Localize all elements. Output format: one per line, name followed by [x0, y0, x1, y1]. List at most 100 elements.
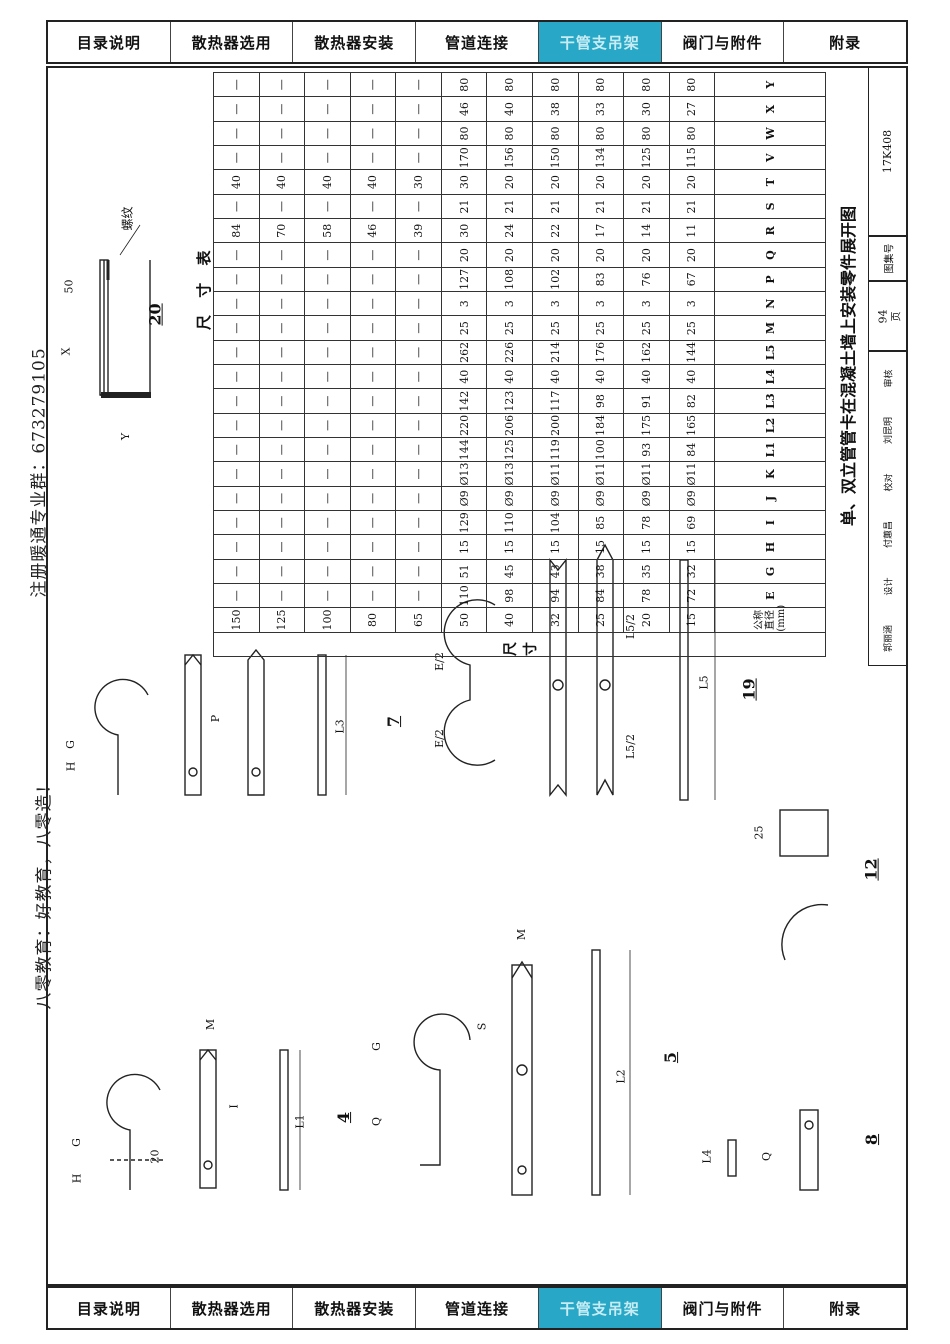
side-label-cell: 尺寸 [213, 632, 826, 657]
table-cell: 15 [532, 534, 578, 560]
table-cell: Ø11 [623, 461, 670, 487]
table-cell: 51 [441, 559, 487, 584]
tab-toc[interactable]: 目录说明 [48, 1288, 171, 1328]
table-cell: 80 [669, 72, 715, 97]
tab-main-pipe-support[interactable]: 干管支吊架 [538, 1288, 662, 1328]
table-cell: 46 [441, 96, 487, 122]
tab-appendix[interactable]: 附录 [829, 33, 862, 52]
table-cell: 33 [578, 96, 624, 122]
table-cell: 3 [441, 291, 487, 316]
fig5-strip [511, 964, 533, 1196]
tab-pipe-connection[interactable]: 管道连接 [416, 22, 539, 62]
table-cell: — [259, 121, 305, 146]
table-cell: 78 [623, 583, 670, 608]
table-cell: 40 [578, 364, 624, 389]
table-cell: — [259, 267, 305, 292]
table-cell: 20 [532, 242, 578, 268]
tab-pipe-connection[interactable]: 管道连接 [416, 1288, 539, 1328]
table-cell: 3 [532, 291, 578, 316]
table-cell: — [213, 486, 260, 511]
dim-label: P [209, 714, 223, 723]
table-cell: 40 [350, 169, 396, 195]
dim-label: H [64, 761, 78, 772]
tab-radiator-selection[interactable]: 散热器选用 [171, 22, 294, 62]
table-cell: 20 [486, 242, 533, 268]
table-cell: 25 [623, 315, 670, 341]
tab-valves-accessories[interactable]: 阀门与附件 [662, 1288, 785, 1328]
figure-number-20: 20 [145, 303, 165, 326]
dimension-name-cell: K [714, 461, 826, 487]
table-cell: — [395, 486, 442, 511]
table-cell: — [259, 583, 305, 608]
tab-radiator-install[interactable]: 散热器安装 [293, 22, 417, 62]
tab-main-pipe-support[interactable]: 干管支吊架 [538, 22, 662, 62]
table-cell: 32 [669, 559, 715, 584]
fig19-strip-b [596, 543, 614, 796]
table-cell: — [304, 72, 351, 97]
tab-appendix[interactable]: 附录 [829, 1299, 862, 1318]
fig19-double-clip [443, 599, 496, 766]
table-cell: 220 [441, 413, 487, 438]
table-cell: — [350, 388, 396, 414]
tab-valves-accessories[interactable]: 阀门与附件 [662, 22, 785, 62]
table-cell: 20 [623, 242, 670, 268]
table-cell: 184 [578, 413, 624, 438]
atlas-label-cell: 图集号 [868, 236, 908, 281]
table-cell: — [259, 242, 305, 268]
table-cell: — [350, 486, 396, 511]
table-cell: — [350, 534, 396, 560]
figure-number-12: 12 [861, 858, 881, 881]
table-cell: — [350, 96, 396, 122]
dimension-name-cell: G [714, 559, 826, 584]
table-cell: 21 [486, 194, 533, 219]
figure-number-5: 5 [661, 1051, 681, 1064]
table-cell: 20 [669, 169, 715, 195]
table-cell: 110 [486, 510, 533, 535]
table-cell: — [304, 437, 351, 462]
table-cell: — [259, 340, 305, 365]
table-row: 80———————————————46—40———— [350, 72, 396, 657]
tab-radiator-install[interactable]: 散热器安装 [293, 1288, 417, 1328]
table-cell: 15 [623, 534, 670, 560]
dim-label: 25 [752, 825, 766, 840]
tab-toc[interactable]: 目录说明 [48, 22, 171, 62]
table-cell: 25 [578, 315, 624, 341]
table-cell: — [350, 583, 396, 608]
dim-label: 50 [62, 279, 76, 294]
fig5-clip-shape [413, 1013, 471, 1166]
table-cell: — [213, 121, 260, 146]
dimension-name-cell: R [714, 218, 826, 243]
table-cell: 30 [623, 96, 670, 122]
dim-label: X [59, 347, 73, 356]
table-cell: 80 [441, 121, 487, 146]
table-cell: — [350, 194, 396, 219]
table-cell: 15 [441, 534, 487, 560]
table-cell: 156 [486, 145, 533, 170]
table-cell: 170 [441, 145, 487, 170]
fig5-bar [591, 949, 601, 1196]
table-cell: — [304, 242, 351, 268]
table-cell: 165 [669, 413, 715, 438]
tab-radiator-selection[interactable]: 散热器选用 [171, 1288, 294, 1328]
table-cell: — [259, 413, 305, 438]
dimension-name-cell: P [714, 267, 826, 292]
table-cell: — [259, 510, 305, 535]
dim-label: Q [760, 1151, 774, 1162]
dim-label: L5/2 [624, 733, 638, 760]
table-cell: — [304, 388, 351, 414]
fig7-strip [184, 654, 202, 796]
diameter-cell: 25 [578, 607, 624, 633]
table-cell: 20 [441, 242, 487, 268]
table-cell: 14 [623, 218, 670, 243]
header-diameter-cell: 公称直径(mm) [714, 605, 826, 633]
table-cell: — [395, 388, 442, 414]
dimension-name-cell: I [714, 510, 826, 535]
dimension-name-cell: L3 [714, 388, 826, 414]
dim-label: H [70, 1173, 84, 1184]
table-cell: 3 [623, 291, 670, 316]
fig4-clip-shape [106, 1073, 161, 1190]
table-cell: — [395, 437, 442, 462]
